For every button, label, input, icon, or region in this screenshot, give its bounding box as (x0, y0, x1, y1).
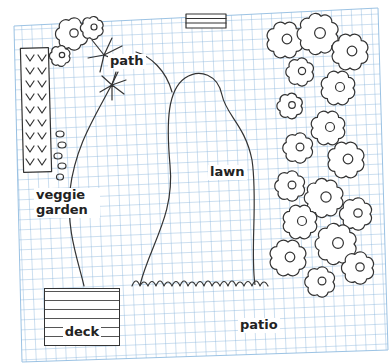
plant (38, 159, 46, 165)
deck-box: deck (44, 288, 120, 346)
path-edge (69, 72, 118, 286)
shrub-detail (333, 238, 344, 249)
plant (38, 55, 46, 61)
plant (38, 107, 46, 113)
shrub (267, 22, 303, 58)
vegetable-plants (26, 55, 46, 165)
shrub (283, 133, 313, 163)
lawn-outline (120, 65, 270, 290)
shrub-detail (356, 263, 364, 271)
shrub-detail (288, 181, 296, 189)
shrub (286, 58, 314, 86)
shrub-detail (315, 28, 326, 39)
shrub (321, 71, 354, 104)
plant (26, 81, 34, 87)
shrub (311, 111, 344, 144)
shrub-detail (298, 217, 307, 226)
shrub-detail (298, 67, 305, 74)
shrub-detail (296, 143, 304, 151)
shrub (332, 34, 368, 70)
shrub-detail (70, 29, 78, 37)
shrub (80, 17, 103, 40)
veggie-bed (20, 48, 51, 173)
hedge-line (132, 281, 268, 286)
plant (26, 94, 34, 100)
shrub-detail (347, 46, 357, 56)
plant (38, 68, 46, 74)
plant (26, 68, 34, 74)
shrub (283, 205, 316, 238)
plant (38, 120, 46, 126)
bench (186, 14, 226, 28)
area-label: deck (63, 325, 101, 340)
shrubs (49, 13, 373, 297)
shrub (277, 93, 302, 119)
shrub-detail (285, 252, 295, 262)
shrub-detail (91, 24, 97, 30)
shrub-detail (321, 192, 331, 202)
plant (26, 146, 34, 152)
plant (26, 120, 34, 126)
shrub (49, 46, 70, 67)
shrub-detail (318, 277, 326, 285)
plant (38, 146, 46, 152)
shrub-detail (336, 83, 345, 92)
stepping-stones (54, 131, 66, 180)
plant (38, 81, 46, 87)
shrub (270, 240, 306, 276)
shrub (328, 142, 364, 178)
shrub (305, 267, 335, 297)
shrub-detail (59, 52, 64, 57)
plant (26, 55, 34, 61)
leafy-plant (88, 38, 126, 100)
shrub-detail (282, 34, 292, 44)
plant (26, 159, 34, 165)
shrub-detail (354, 209, 362, 217)
shrub (275, 171, 305, 201)
plant (38, 94, 46, 100)
plant (26, 133, 34, 139)
area-label: patio (238, 318, 280, 333)
plant (38, 133, 46, 139)
hedge (132, 281, 268, 286)
plant (26, 107, 34, 113)
area-label: veggie garden (34, 188, 100, 218)
area-label: lawn (208, 165, 247, 180)
lawn-area: lawn (120, 65, 270, 290)
shrub-detail (343, 154, 353, 164)
area-label: path (108, 54, 146, 69)
shrub (341, 252, 373, 284)
shrub-detail (289, 102, 296, 109)
shrub-detail (326, 123, 335, 132)
